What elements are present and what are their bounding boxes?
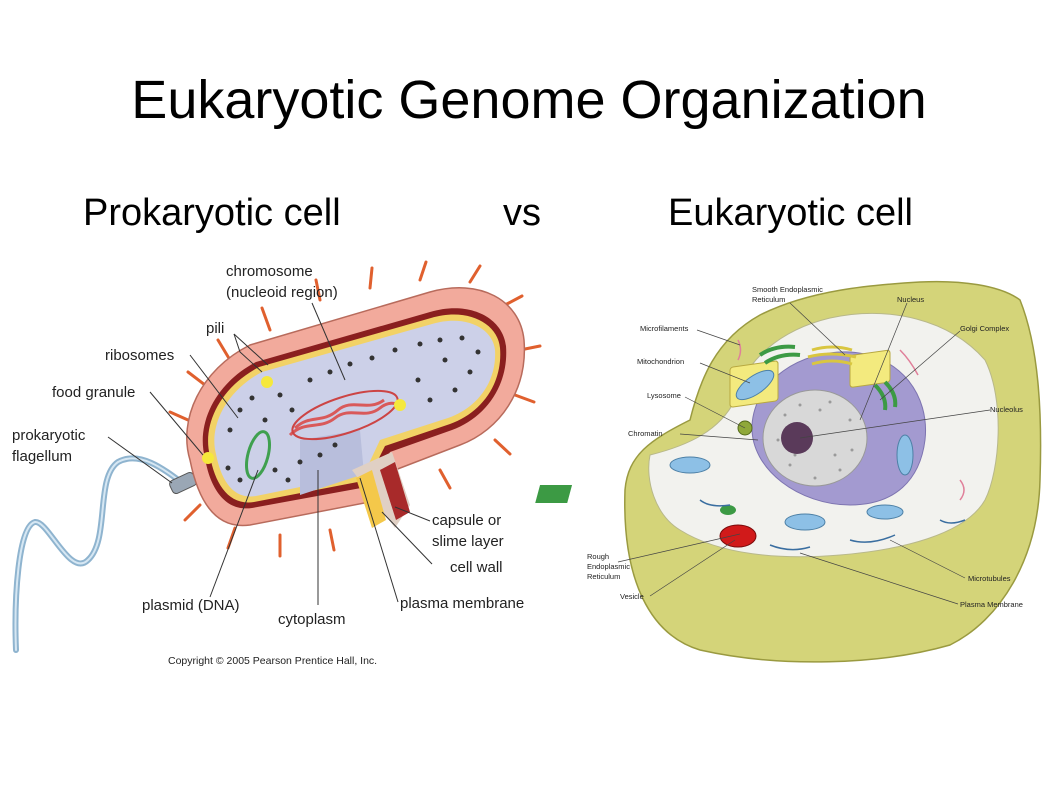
microtubules	[699, 499, 966, 551]
eukaryotic-cell-illustration	[535, 280, 1042, 663]
label-plasma-membrane-euk: Plasma Membrane	[960, 600, 1023, 609]
label-rough-reticulum: Reticulum	[587, 572, 620, 581]
copyright-notice: Copyright © 2005 Pearson Prentice Hall, …	[168, 655, 377, 667]
subtitle-eukaryotic: Eukaryotic cell	[668, 192, 913, 234]
label-smooth-er: Smooth Endoplasmic	[752, 285, 823, 294]
label-plasmid: plasmid (DNA)	[142, 597, 240, 614]
vesicle	[719, 524, 757, 548]
label-mitochondrion: Mitochondrion	[637, 357, 684, 366]
label-nucleus: Nucleus	[897, 295, 924, 304]
nucleolus	[781, 422, 813, 454]
label-pili: pili	[206, 320, 224, 337]
prokaryotic-cell-illustration	[12, 260, 542, 653]
flagellum	[12, 455, 188, 653]
label-nucleolus: Nucleolus	[990, 405, 1023, 414]
subtitle-prokaryotic: Prokaryotic cell	[83, 192, 341, 234]
slide-title: Eukaryotic Genome Organization	[131, 70, 927, 130]
label-rough: Rough	[587, 552, 609, 561]
eukaryote-leaders	[617, 302, 991, 605]
label-capsule: capsule or	[432, 512, 501, 529]
label-cytoplasm: cytoplasm	[278, 611, 346, 628]
label-cell-wall: cell wall	[450, 559, 503, 576]
cytoplasm-region	[214, 320, 496, 497]
ribosomes	[225, 335, 481, 483]
plasmid	[245, 430, 271, 480]
label-nucleoid-region: (nucleoid region)	[226, 284, 338, 301]
chromatin-region	[762, 389, 868, 487]
label-golgi-complex: Golgi Complex	[960, 324, 1009, 333]
label-rough-endoplasmic: Endoplasmic	[587, 562, 630, 571]
label-slime-layer: slime layer	[432, 533, 504, 550]
mitochondria	[669, 369, 914, 531]
label-microtubules: Microtubules	[968, 574, 1011, 583]
subtitle-vs: vs	[503, 192, 541, 234]
label-chromatin: Chromatin	[628, 429, 663, 438]
label-plasma-membrane: plasma membrane	[400, 595, 524, 612]
label-vesicle: Vesicle	[620, 592, 644, 601]
food-granule	[202, 452, 214, 464]
label-chromosome: chromosome	[226, 263, 313, 280]
prokaryote-leaders	[107, 302, 433, 605]
label-lysosome: Lysosome	[647, 391, 681, 400]
label-food-granule: food granule	[52, 384, 135, 401]
label-microfilaments: Microfilaments	[640, 324, 689, 333]
label-flagellum: flagellum	[12, 448, 72, 465]
label-prokaryotic: prokaryotic	[12, 427, 86, 444]
label-ribosomes: ribosomes	[105, 347, 174, 364]
label-smooth-er-reticulum: Reticulum	[752, 295, 785, 304]
